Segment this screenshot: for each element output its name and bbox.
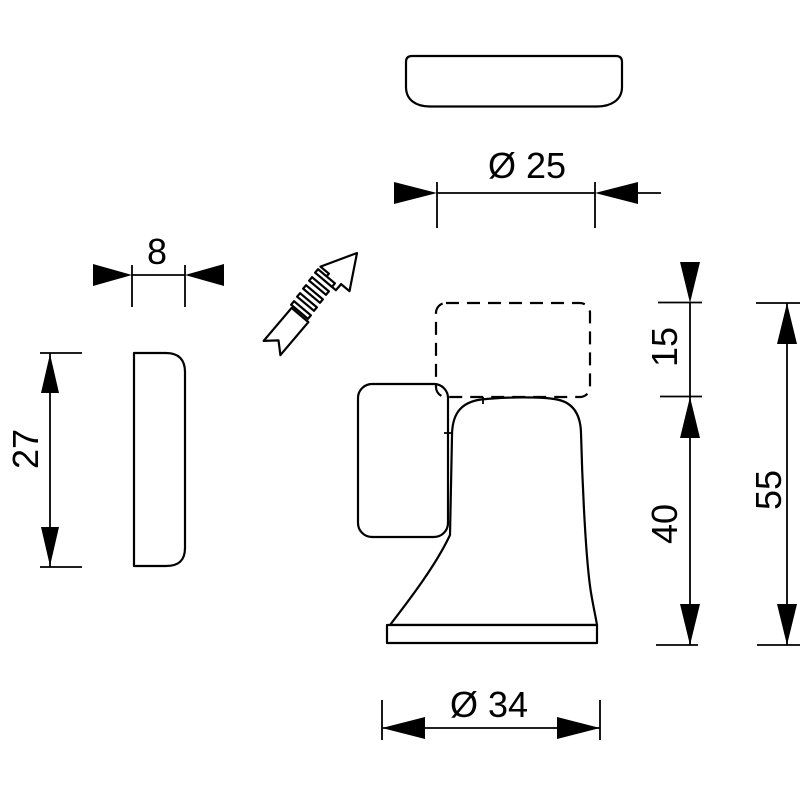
dim-label-cap-height: 15 xyxy=(644,327,685,367)
direction-arrow-icon xyxy=(262,251,359,357)
arrowhead-down-icon xyxy=(680,604,700,645)
dim-label-pad-height: 27 xyxy=(5,429,46,469)
dim-cap-diameter: Ø 25 xyxy=(394,145,661,228)
dim-label-body-height: 40 xyxy=(644,504,685,544)
arrowhead-down-icon xyxy=(680,262,700,303)
arrowhead-up-icon xyxy=(41,354,59,393)
dim-pad-thickness: 8 xyxy=(93,231,224,307)
dim-label-base-diameter: Ø 34 xyxy=(450,684,528,725)
dim-label-pad-thickness: 8 xyxy=(147,231,167,272)
cap-profile-shape xyxy=(404,54,624,108)
dim-cap-height: 15 xyxy=(644,262,702,398)
arrowhead-left-icon xyxy=(382,717,425,739)
arrowhead-right-icon xyxy=(595,182,638,204)
cap-hidden-outline xyxy=(434,301,592,399)
dim-pad-height: 27 xyxy=(5,352,82,568)
arrow-stripe xyxy=(313,268,337,288)
arrowhead-left-icon xyxy=(394,182,437,204)
arrowhead-up-icon xyxy=(777,303,797,344)
arrowhead-down-icon xyxy=(41,527,59,566)
dim-base-diameter: Ø 34 xyxy=(381,684,601,740)
arrow-tail-outline xyxy=(262,306,310,357)
dim-label-cap-diameter: Ø 25 xyxy=(488,145,566,186)
arrowhead-right-icon xyxy=(557,717,600,739)
view-stopper-main xyxy=(356,301,599,645)
dim-body-height: 40 xyxy=(644,397,700,646)
stopper-base-plate xyxy=(385,623,599,645)
dim-total-height: 55 xyxy=(748,302,800,646)
arrow-stripe xyxy=(289,300,313,320)
pad-profile-shape xyxy=(132,351,187,568)
arrow-head-outline xyxy=(319,251,359,293)
arrow-stripe xyxy=(301,284,325,304)
view-cap-top xyxy=(404,54,624,108)
stopper-body-shape xyxy=(388,396,599,627)
arrow-stripe xyxy=(307,276,331,296)
arrowhead-down-icon xyxy=(777,604,797,645)
wall-block-shape xyxy=(356,382,450,539)
dim-label-total-height: 55 xyxy=(748,470,789,510)
arrow-stripe xyxy=(295,292,319,312)
arrowhead-up-icon xyxy=(680,397,700,438)
view-pad-side xyxy=(132,351,187,568)
arrowhead-left-icon xyxy=(93,264,132,286)
arrowhead-right-icon xyxy=(185,264,224,286)
